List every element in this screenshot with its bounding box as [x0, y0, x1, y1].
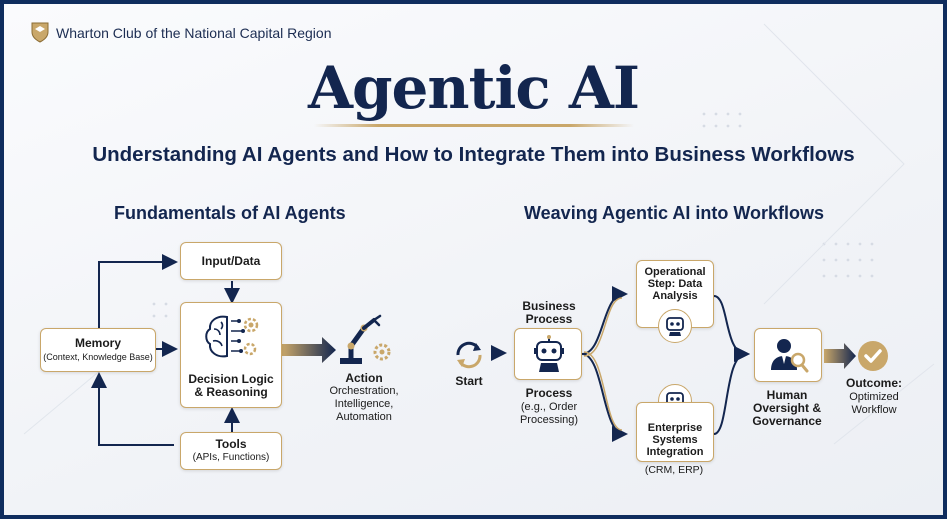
process-sub2: Processing): [519, 414, 579, 426]
refresh-cycle-icon: [456, 341, 482, 369]
action-line1: Orchestration,: [329, 385, 399, 397]
human-line1: Human: [766, 388, 808, 402]
business-process-top2: Process: [525, 312, 573, 326]
process-title: Process: [525, 386, 573, 400]
ops-line2: Step: Data: [647, 278, 703, 290]
input-data-label: Input/Data: [201, 254, 261, 268]
robot-arm-icon: [340, 314, 391, 364]
memory-box: Memory (Context, Knowledge Base): [40, 328, 156, 372]
memory-title: Memory: [74, 336, 121, 350]
wharton-shield-icon: [31, 22, 49, 43]
subtitle: Understanding AI Agents and How to Integ…: [92, 143, 855, 166]
tools-subtitle: (APIs, Functions): [192, 452, 270, 463]
start-label: Start: [455, 374, 483, 388]
infographic: Wharton Club of the National Capital Reg…: [4, 4, 943, 515]
ent-subtitle: (CRM, ERP): [644, 464, 704, 476]
person-magnifier-icon: [771, 339, 809, 373]
business-process-top1: Business: [522, 299, 576, 313]
left-section-heading: Fundamentals of AI Agents: [114, 203, 346, 223]
outcome-line1: Optimized: [849, 391, 899, 403]
memory-subtitle: (Context, Knowledge Base): [43, 352, 153, 362]
ent-line3: Integration: [646, 446, 704, 458]
decision-logic-box: Decision Logic & Reasoning: [180, 302, 282, 408]
ops-line3: Analysis: [652, 290, 698, 302]
ent-line2: Systems: [652, 434, 698, 446]
human-oversight-box: [754, 328, 822, 382]
action-line3: Automation: [336, 411, 392, 423]
outcome-title: Outcome:: [845, 376, 902, 390]
input-data-box: Input/Data: [180, 242, 282, 280]
organization-name: Wharton Club of the National Capital Reg…: [56, 25, 332, 41]
decision-logic-line2: & Reasoning: [194, 385, 268, 399]
right-section-heading: Weaving Agentic AI into Workflows: [524, 203, 825, 223]
check-circle-icon: [858, 341, 888, 371]
human-line3: Governance: [752, 414, 822, 428]
decision-logic-line1: Decision Logic: [188, 372, 274, 386]
action-line2: Intelligence,: [334, 398, 394, 410]
ops-robot-badge: [658, 309, 692, 343]
page-title: Agentic AI: [307, 54, 640, 122]
robot-head-icon: [534, 335, 564, 372]
outcome-line2: Workflow: [851, 404, 897, 416]
title-underline: [314, 124, 634, 127]
business-process-box: [514, 328, 582, 380]
robot-head-icon: [666, 317, 684, 336]
tools-box: Tools (APIs, Functions): [180, 432, 282, 470]
left-connectors: [91, 254, 856, 446]
ops-line1: Operational: [644, 266, 706, 278]
enterprise-systems-box: Enterprise Systems Integration: [636, 402, 714, 462]
process-sub1: (e.g., Order: [520, 401, 578, 413]
brain-gear-icon: [205, 315, 259, 358]
tools-title: Tools: [215, 437, 247, 451]
ent-line1: Enterprise: [647, 422, 703, 434]
action-title: Action: [345, 371, 383, 385]
human-line2: Oversight &: [752, 401, 821, 415]
